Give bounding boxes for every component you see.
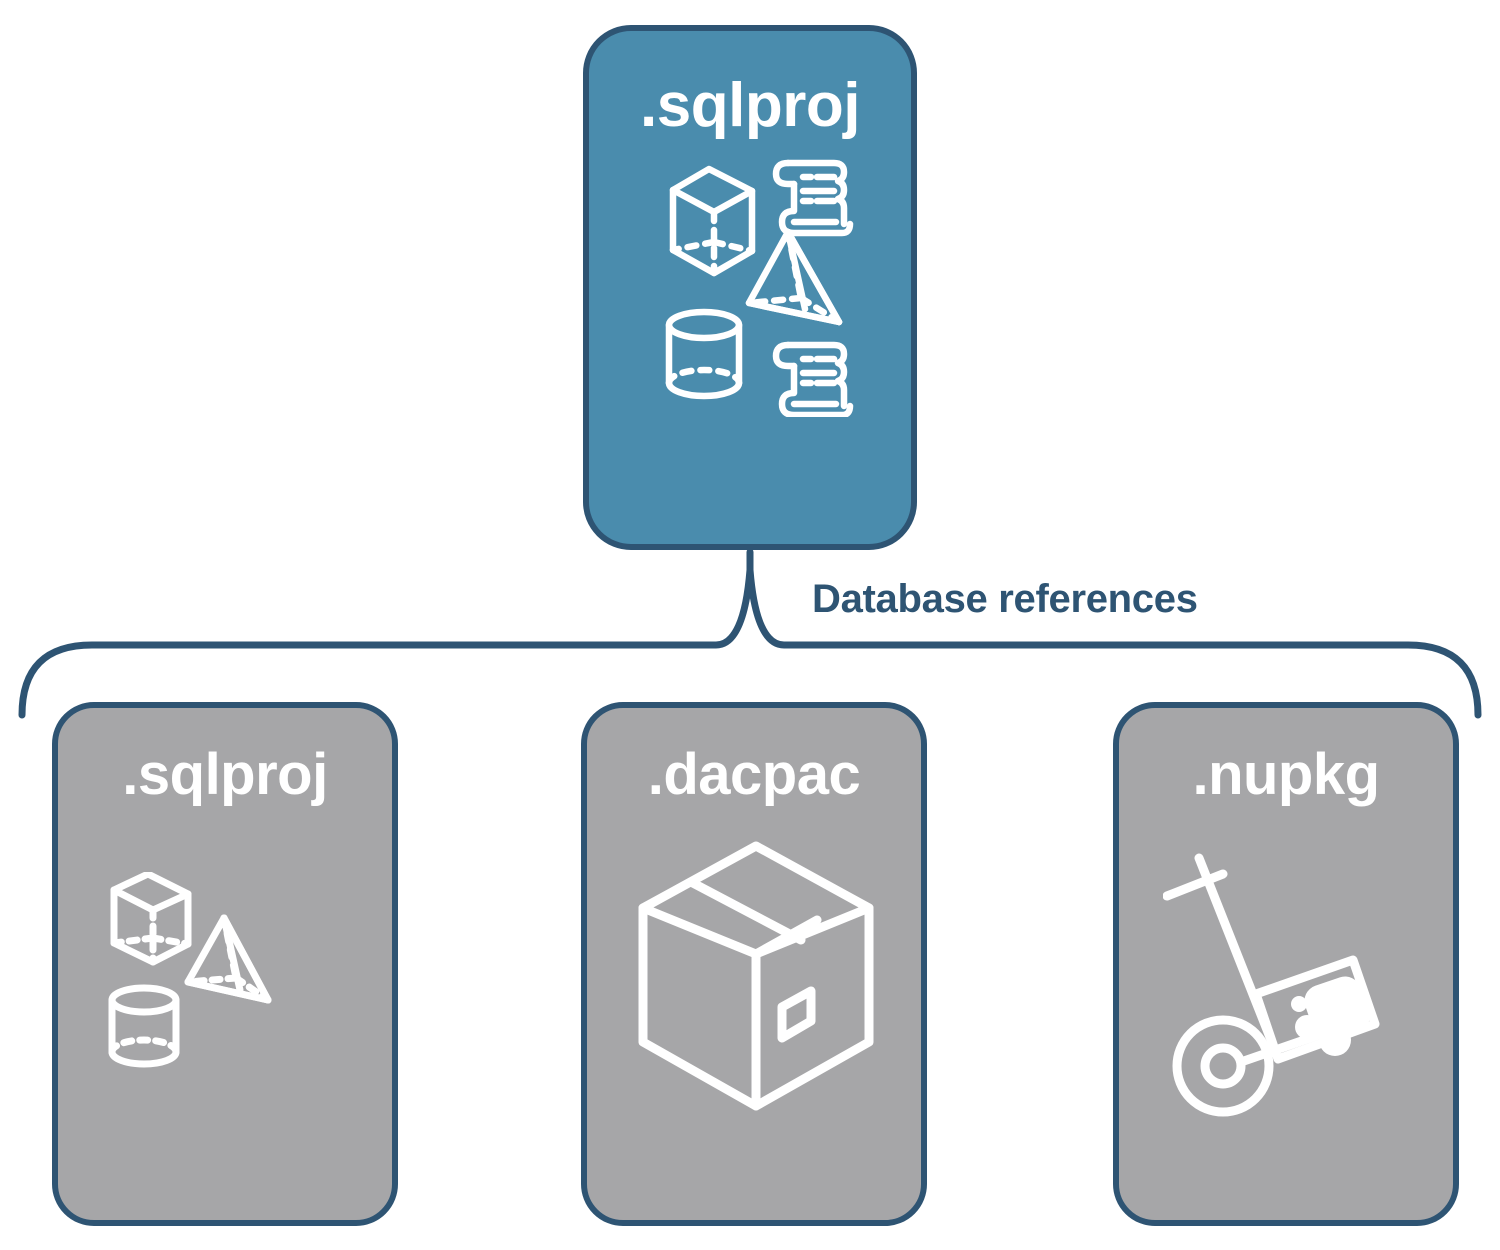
root-node-icon-cluster — [642, 149, 858, 417]
shipping-box-icon-wrap — [631, 836, 881, 1116]
shapes-icon-cluster — [96, 872, 356, 1092]
reference-node-sqlproj-card[interactable]: .sqlproj — [52, 702, 398, 1226]
bracket-label: Database references — [812, 577, 1198, 621]
reference-node-nupkg-card[interactable]: .nupkg — [1113, 702, 1459, 1226]
root-node-sqlproj-card[interactable]: .sqlproj — [583, 25, 917, 550]
cube-wireframe-icon — [110, 872, 192, 966]
reference-node-icon-area — [1119, 804, 1453, 1220]
pyramid-wireframe-icon — [184, 914, 272, 1004]
scroll-script-icon — [772, 341, 854, 417]
bracket-path — [18, 566, 1482, 719]
reference-node-dacpac-card[interactable]: .dacpac — [581, 702, 927, 1226]
reference-node-icon-area — [587, 804, 921, 1220]
reference-node-label: .sqlproj — [122, 742, 328, 807]
hand-truck-package-icon-wrap — [1163, 852, 1413, 1122]
reference-node-icon-area — [58, 804, 392, 1220]
cylinder-wireframe-icon — [665, 308, 743, 400]
reference-node-label: .nupkg — [1192, 742, 1380, 807]
hand-truck-package-icon — [1163, 853, 1380, 1117]
cylinder-wireframe-icon — [108, 984, 180, 1068]
scroll-script-icon — [772, 159, 854, 237]
root-node-label: .sqlproj — [640, 71, 860, 140]
cube-wireframe-icon — [669, 165, 756, 277]
pyramid-wireframe-icon — [745, 228, 843, 326]
reference-node-label: .dacpac — [647, 742, 861, 807]
root-node-icon-area — [589, 137, 911, 544]
shipping-box-icon — [638, 841, 874, 1111]
